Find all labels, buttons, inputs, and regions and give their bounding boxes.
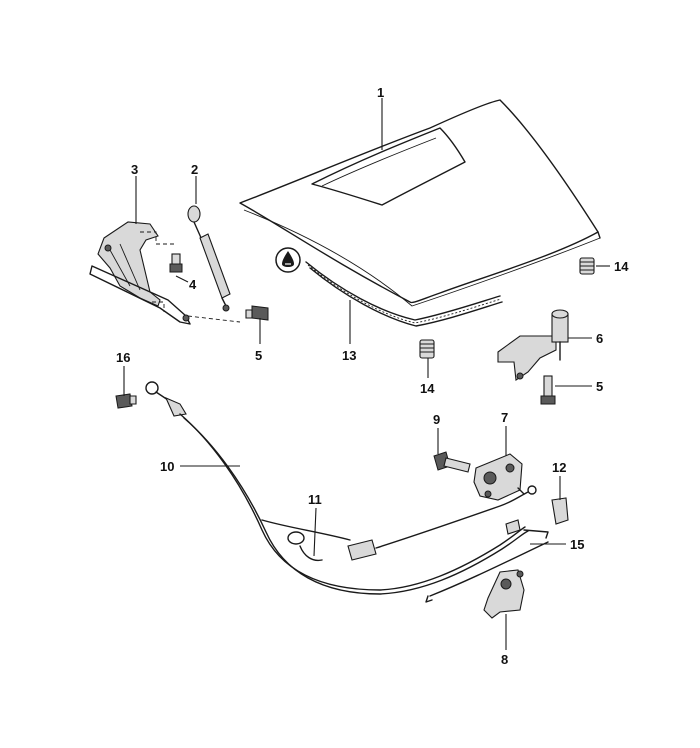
callout-5-bracket: 5 — [596, 379, 603, 394]
striker-bracket — [497, 309, 569, 381]
drop-warning-icon — [275, 247, 301, 273]
callout-6: 6 — [596, 331, 603, 346]
callout-14-right: 14 — [614, 259, 629, 274]
leader-lines — [123, 98, 610, 650]
release-cable-10 — [145, 381, 529, 595]
callout-9: 9 — [433, 412, 440, 427]
hood-latch — [473, 453, 525, 501]
callout-2: 2 — [191, 162, 198, 177]
callout-10: 10 — [160, 459, 174, 474]
callout-3: 3 — [131, 162, 138, 177]
hood-hinge — [89, 221, 191, 325]
rod-15 — [425, 529, 549, 603]
callout-1: 1 — [377, 85, 384, 100]
dashed-ref-lines-hinge — [140, 231, 241, 323]
callout-11: 11 — [308, 492, 322, 507]
bolt-5-hinge — [245, 305, 269, 321]
bumper-14-right — [579, 257, 595, 275]
callout-12: 12 — [552, 460, 566, 475]
callout-14-center: 14 — [420, 381, 435, 396]
callout-15: 15 — [570, 537, 584, 552]
hood — [239, 99, 601, 307]
hood-seal — [305, 261, 503, 327]
callout-16: 16 — [116, 350, 130, 365]
bolt-16 — [115, 393, 137, 409]
release-cable-11 — [261, 485, 537, 562]
bumper-14-center — [419, 339, 435, 359]
latch-bracket-8 — [483, 569, 525, 619]
callout-8: 8 — [501, 652, 508, 667]
callout-4: 4 — [189, 277, 197, 292]
callout-7: 7 — [501, 410, 508, 425]
bolt-5-bracket — [540, 375, 556, 405]
clip-12 — [551, 497, 569, 525]
callout-13: 13 — [342, 348, 356, 363]
bolt-4 — [169, 253, 183, 273]
gas-strut — [187, 205, 231, 312]
bolt-9 — [433, 451, 471, 473]
callout-labels: 1 2 3 4 5 13 14 14 6 5 16 10 11 9 7 12 1… — [116, 85, 629, 667]
callout-5-hinge: 5 — [255, 348, 262, 363]
